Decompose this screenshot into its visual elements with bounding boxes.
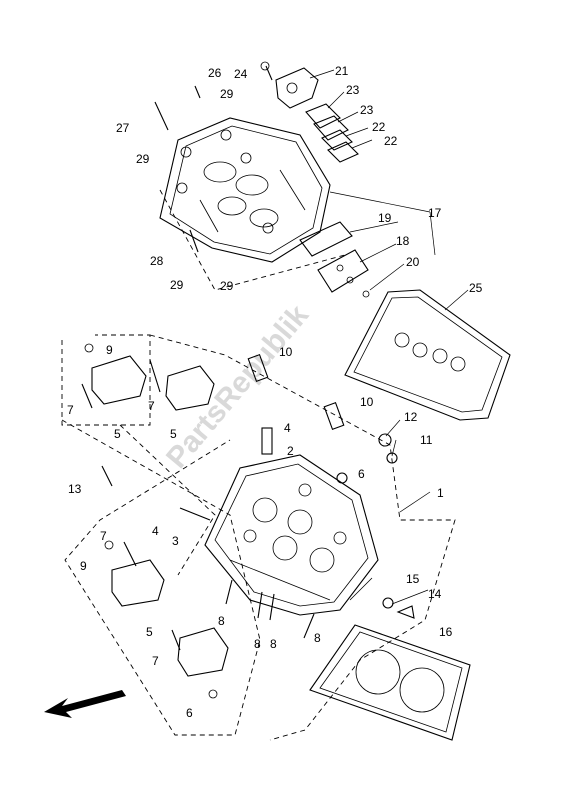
callout-11: 11 — [420, 433, 433, 447]
callout-8: 8 — [218, 614, 225, 628]
callout-10: 10 — [279, 345, 293, 359]
callout-17: 17 — [428, 206, 442, 220]
callout-8: 8 — [270, 637, 277, 651]
cover-gasket — [344, 289, 511, 421]
callout-29: 29 — [220, 279, 234, 293]
sensors — [247, 353, 415, 619]
callout-6: 6 — [186, 706, 193, 720]
head-gasket — [309, 624, 471, 741]
callout-29: 29 — [136, 152, 150, 166]
callout-4: 4 — [284, 421, 291, 435]
callout-21: 21 — [335, 64, 349, 78]
bolts — [81, 85, 315, 699]
callout-3: 3 — [172, 534, 179, 548]
callout-1: 1 — [437, 486, 444, 500]
callout-4: 4 — [152, 524, 159, 538]
callout-6: 6 — [358, 467, 365, 481]
callout-7: 7 — [100, 529, 107, 543]
callout-28: 28 — [150, 254, 164, 268]
callout-23: 23 — [346, 83, 360, 97]
callout-20: 20 — [406, 255, 420, 269]
callout-5: 5 — [170, 427, 177, 441]
callout-7: 7 — [67, 403, 74, 417]
callout-24: 24 — [234, 67, 248, 81]
callout-25: 25 — [469, 281, 483, 295]
callout-16: 16 — [439, 625, 453, 639]
callout-29: 29 — [220, 87, 234, 101]
callout-labels: 1 2 3 4 4 5 5 5 6 6 7 7 7 7 8 8 8 8 9 9 … — [67, 64, 483, 720]
callout-8: 8 — [254, 637, 261, 651]
cover-plates — [299, 221, 370, 298]
callout-18: 18 — [396, 234, 410, 248]
cylinder-head — [204, 454, 379, 616]
callout-8: 8 — [314, 631, 321, 645]
cylinder-head-cover — [159, 117, 331, 263]
callout-10: 10 — [360, 395, 374, 409]
callout-7: 7 — [148, 399, 155, 413]
callout-2: 2 — [287, 444, 294, 458]
callout-22: 22 — [372, 120, 386, 134]
callout-5: 5 — [114, 427, 121, 441]
callout-7: 7 — [152, 654, 159, 668]
camshaft-caps — [91, 355, 229, 677]
callout-12: 12 — [404, 410, 418, 424]
callout-13: 13 — [68, 482, 82, 496]
callout-29: 29 — [170, 278, 184, 292]
callout-19: 19 — [378, 211, 392, 225]
group-outlines — [61, 189, 456, 741]
callout-15: 15 — [406, 572, 420, 586]
callout-9: 9 — [106, 343, 113, 357]
callout-14: 14 — [428, 587, 442, 601]
front-arrow-icon — [44, 690, 126, 718]
callout-22: 22 — [384, 134, 398, 148]
callout-5: 5 — [146, 625, 153, 639]
leader-lines — [309, 69, 469, 605]
breather-parts — [260, 61, 359, 163]
callout-27: 27 — [116, 121, 130, 135]
callout-9: 9 — [80, 559, 87, 573]
callout-26: 26 — [208, 66, 222, 80]
callout-23: 23 — [360, 103, 374, 117]
